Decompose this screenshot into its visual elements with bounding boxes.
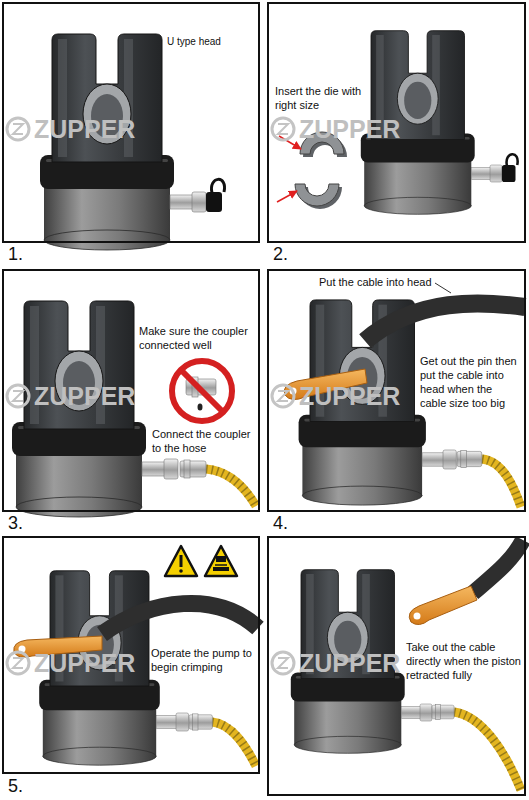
step-5-illustration — [7, 652, 29, 674]
prohibition-sign — [181, 370, 223, 412]
watermark: ZUPPER — [299, 114, 400, 144]
step-6-illustration — [432, 704, 454, 719]
step-3-illustration — [7, 385, 29, 407]
cable-lug — [409, 586, 477, 625]
crush-warning-sign — [213, 567, 229, 571]
red-arrow — [277, 191, 297, 202]
lug-hole — [414, 613, 421, 620]
watermark: ZUPPER — [34, 381, 135, 411]
prohibition-sign — [198, 404, 203, 411]
step-6-illustration — [272, 540, 523, 790]
step-4-illustration — [272, 385, 294, 407]
step-3-illustration — [7, 301, 256, 517]
step-caption: Make sure the coupler connected well — [139, 324, 255, 352]
step-caption: Connect the coupler to the hose — [152, 427, 256, 455]
prohibition-sign — [172, 361, 232, 421]
hose — [454, 712, 521, 790]
leader-line — [435, 283, 451, 293]
step-5-illustration — [189, 714, 212, 730]
step-caption: Operate the pump to begin crimping — [151, 646, 255, 674]
watermark: ZUPPER — [34, 114, 135, 144]
watermark: ZUPPER — [299, 381, 400, 411]
cable — [102, 603, 258, 634]
step-4-illustration — [457, 450, 482, 467]
step-2-illustration — [272, 31, 518, 215]
step-1-illustration — [7, 118, 29, 140]
step-caption: Get out the pin then put the cable into … — [420, 354, 520, 410]
hose — [482, 459, 521, 507]
step-5-illustration — [7, 546, 258, 766]
step-number: 5. — [8, 776, 23, 796]
crush-warning-sign — [215, 564, 227, 566]
step-number: 2. — [273, 244, 288, 264]
step-number: 4. — [273, 513, 288, 533]
step-caption: U type head — [167, 35, 259, 48]
warning-sign — [180, 555, 183, 567]
step-number: 3. — [8, 513, 23, 533]
watermark: ZUPPER — [299, 648, 400, 678]
hose — [482, 459, 521, 507]
hose — [206, 469, 256, 506]
hose — [212, 722, 256, 766]
step-6-illustration — [272, 652, 294, 674]
step-2-illustration — [502, 154, 518, 182]
step-4-illustration — [272, 283, 525, 507]
step-number: 1. — [8, 244, 23, 264]
step-1-illustration — [7, 34, 225, 250]
step-1-illustration — [206, 179, 225, 212]
hose — [212, 722, 256, 766]
hose — [206, 469, 256, 506]
step-caption: Put the cable into head — [319, 275, 459, 289]
watermark: ZUPPER — [34, 648, 135, 678]
die-half — [295, 184, 339, 206]
crush-warning-sign — [216, 556, 226, 562]
warning-sign — [179, 569, 183, 573]
hose — [454, 712, 521, 790]
step-3-illustration — [180, 460, 206, 478]
cable — [365, 303, 525, 341]
warning-sign — [165, 546, 197, 576]
warning-sign — [165, 546, 197, 576]
prohibition-sign — [172, 361, 232, 421]
crush-warning-sign — [205, 546, 237, 576]
step-2-illustration — [272, 118, 294, 140]
step-caption: Insert the die with right size — [275, 84, 369, 112]
step-caption: Take out the cable directly when the pis… — [406, 640, 522, 682]
crush-warning-sign — [205, 546, 237, 576]
cable — [473, 540, 523, 593]
